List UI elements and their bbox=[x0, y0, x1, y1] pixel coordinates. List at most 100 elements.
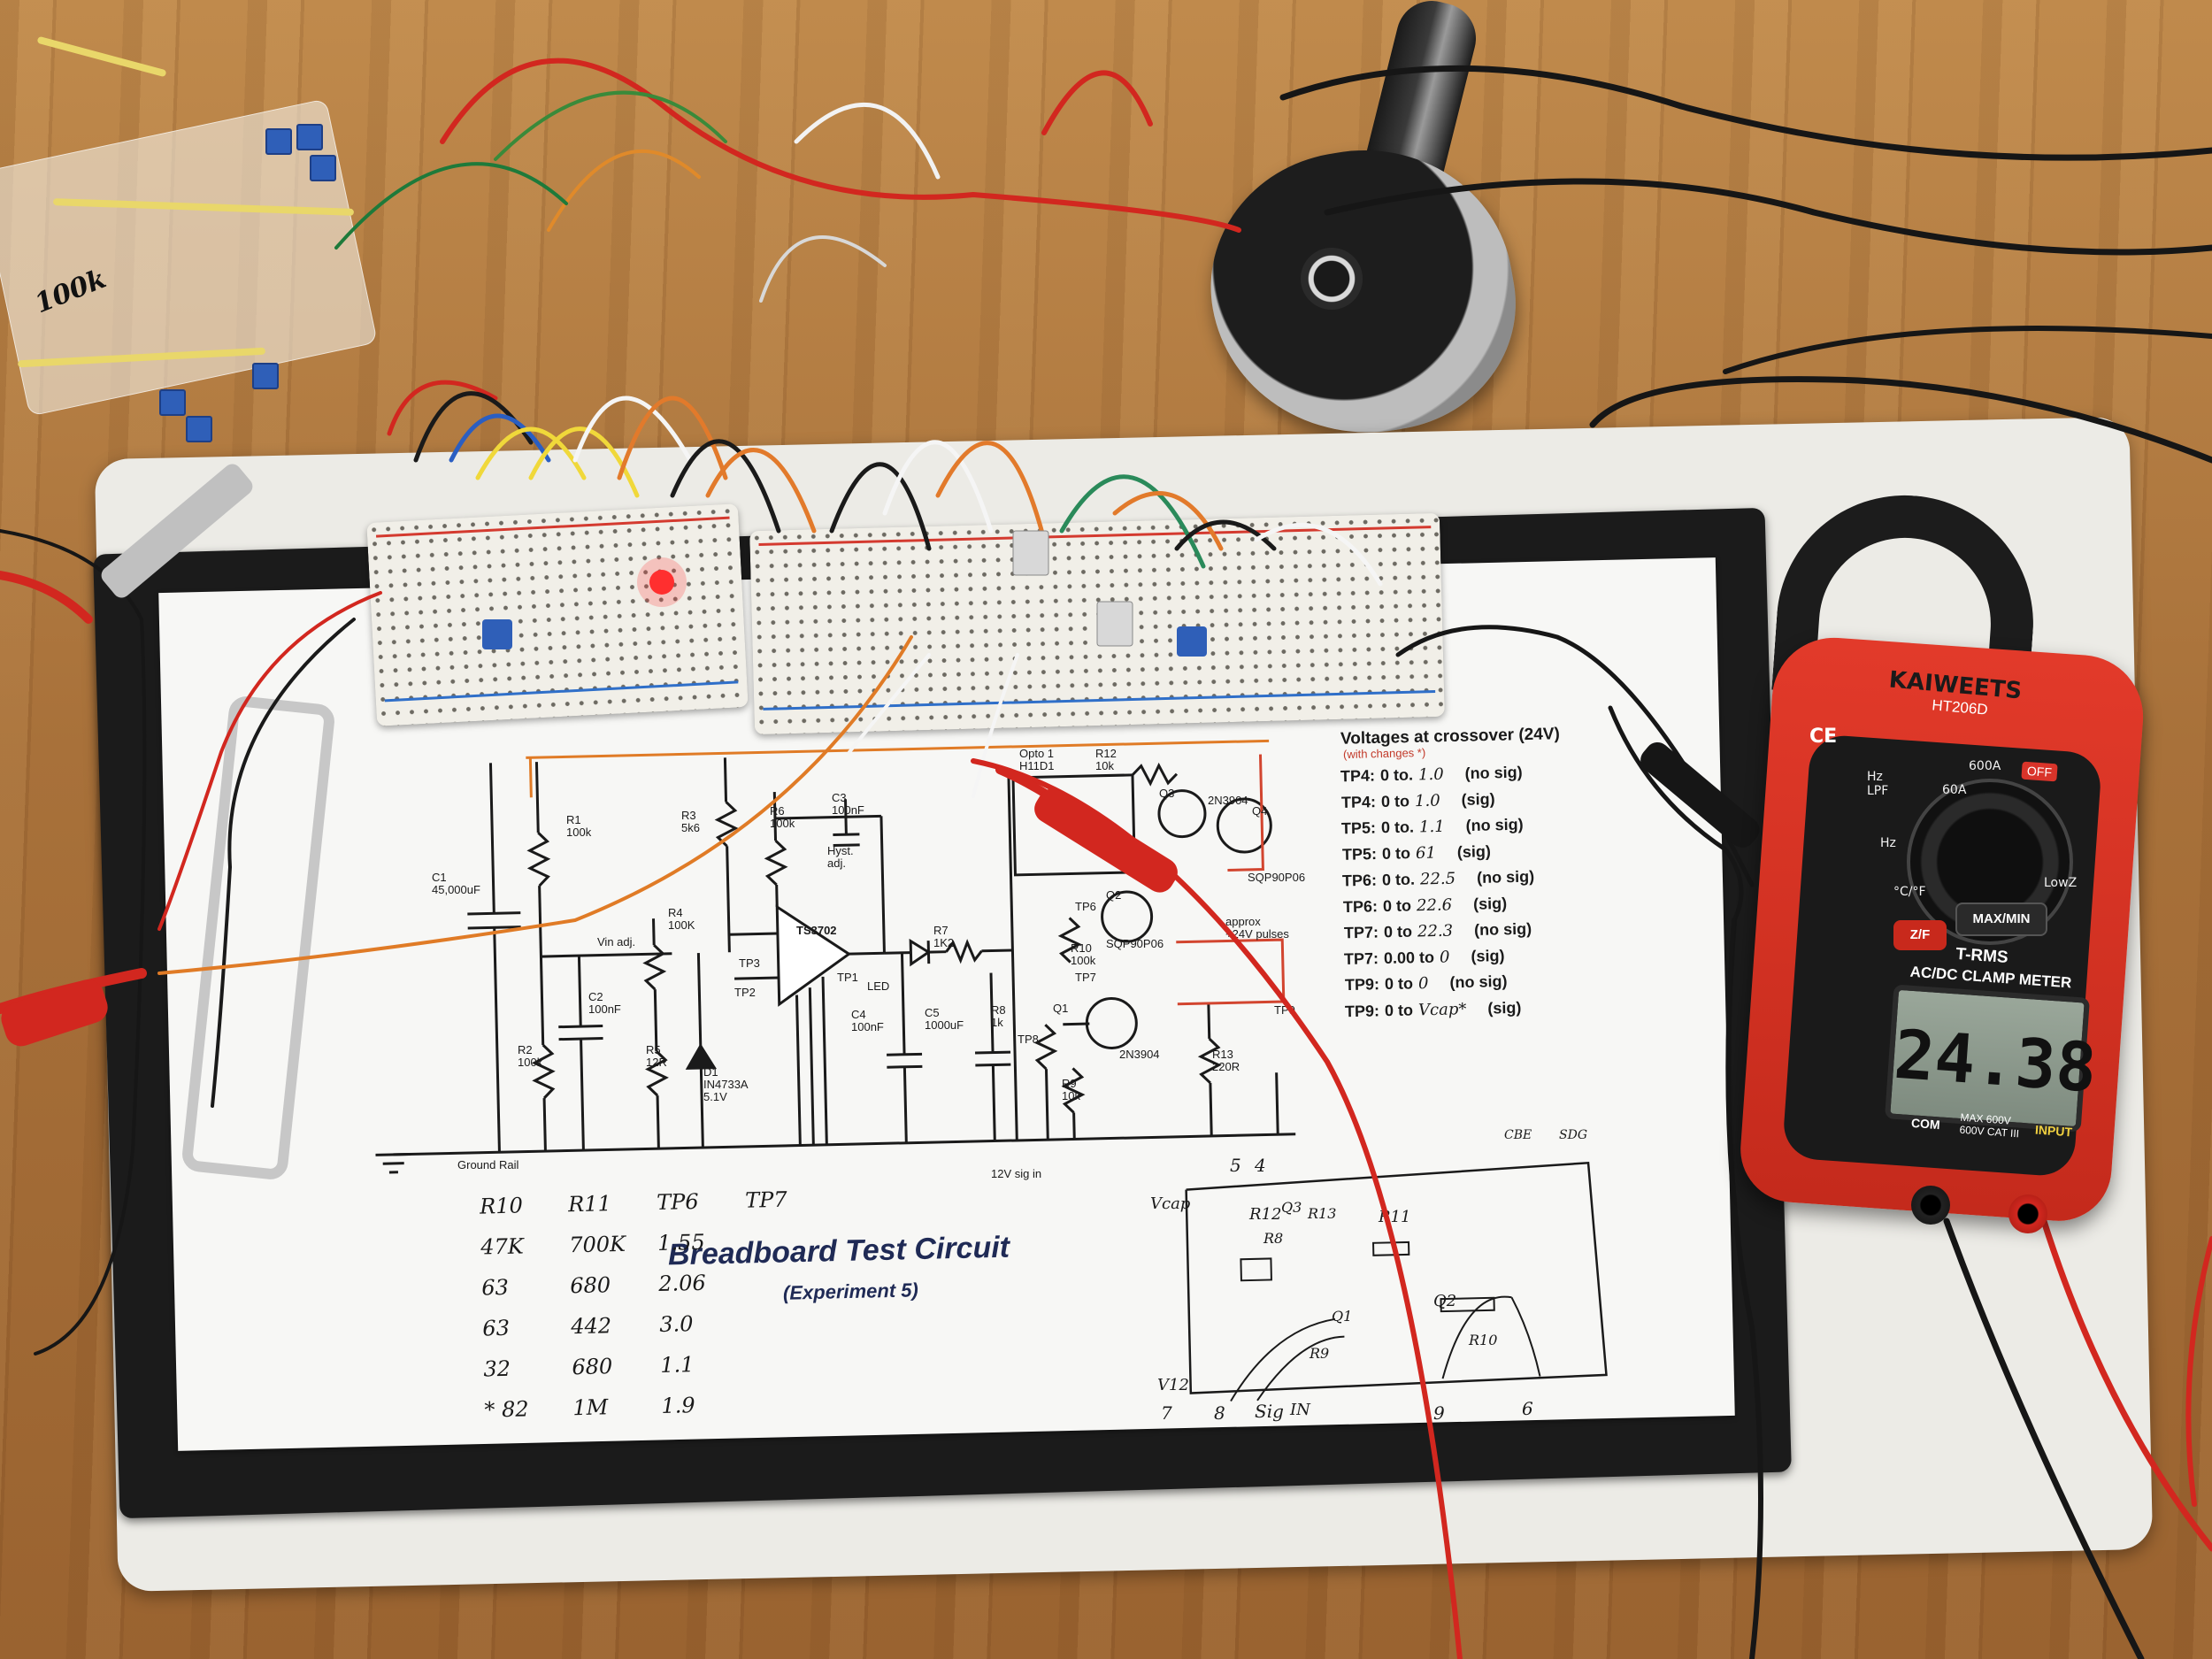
sketch-sdg: SDG bbox=[1559, 1128, 1587, 1142]
voltage-tp: TP9: bbox=[1345, 1001, 1380, 1020]
notes-cell: 1.55 bbox=[657, 1229, 705, 1256]
trimpot bbox=[159, 389, 186, 416]
label-q3-part: 2N3904 bbox=[1208, 794, 1248, 807]
meter-com-label: COM bbox=[1910, 1115, 1941, 1133]
label-led: LED bbox=[867, 979, 890, 993]
label-q2: Q2 bbox=[1106, 888, 1122, 902]
voltage-tp: TP4: bbox=[1340, 792, 1376, 811]
dial-600a: 600A bbox=[1969, 759, 2001, 773]
label-tp7: TP7 bbox=[1075, 971, 1096, 984]
voltage-tp: TP4: bbox=[1340, 766, 1376, 786]
sketch-cbe: CBE bbox=[1504, 1128, 1532, 1142]
meter-input-label: INPUT bbox=[2034, 1122, 2073, 1140]
voltage-tp: TP5: bbox=[1340, 818, 1377, 838]
label-c3: C3 100nF bbox=[832, 791, 864, 817]
voltage-tp: TP7: bbox=[1343, 923, 1379, 942]
input-jack[interactable] bbox=[2008, 1194, 2047, 1233]
notes-cell: 63 bbox=[482, 1315, 511, 1341]
sig-in-label: 12V sig in bbox=[991, 1167, 1042, 1180]
sketch-sig: Sig bbox=[1255, 1401, 1284, 1422]
sketch-pin8: 8 bbox=[1214, 1402, 1225, 1424]
voltage-range: 0 to bbox=[1381, 843, 1411, 863]
voltage-value: 22.6 bbox=[1416, 895, 1453, 915]
voltage-range: 0 to bbox=[1384, 974, 1414, 994]
dial-c-f: °C/°F bbox=[1893, 885, 1926, 899]
notes-cell: 442 bbox=[571, 1313, 612, 1340]
label-r4: R4 100K bbox=[668, 906, 695, 932]
notes-cell: 1.9 bbox=[661, 1393, 695, 1418]
max-min-button[interactable]: MAX/MIN bbox=[1955, 902, 2047, 936]
notes-cell: 680 bbox=[572, 1354, 613, 1380]
voltage-range: 0 to bbox=[1382, 895, 1412, 915]
voltage-condition: (no sig) bbox=[1464, 763, 1523, 783]
zf-button[interactable]: Z/F bbox=[1893, 920, 1947, 950]
sketch-r12: R12 bbox=[1249, 1205, 1282, 1224]
voltage-value: Vcap* bbox=[1418, 999, 1467, 1019]
label-tp6: TP6 bbox=[1075, 900, 1096, 913]
sketch-r10: R10 bbox=[1469, 1332, 1498, 1348]
notes-cell bbox=[746, 1226, 835, 1269]
label-q1: Q1 bbox=[1053, 1002, 1069, 1015]
label-q4-part: SQP90P06 bbox=[1248, 871, 1306, 884]
voltage-range: 0 to bbox=[1380, 791, 1409, 810]
com-jack[interactable] bbox=[1911, 1186, 1950, 1225]
voltage-tp: TP6: bbox=[1342, 871, 1378, 890]
voltage-condition: (sig) bbox=[1471, 946, 1505, 965]
label-c5: C5 1000uF bbox=[925, 1006, 964, 1032]
label-q3: Q3 bbox=[1159, 787, 1175, 800]
voltage-condition: (sig) bbox=[1487, 998, 1522, 1018]
sketch-v12: V12 bbox=[1157, 1376, 1189, 1394]
label-r2: R2 100k bbox=[518, 1043, 543, 1069]
sketch-q3: Q3 bbox=[1281, 1199, 1302, 1216]
sketch-q2: Q2 bbox=[1433, 1292, 1457, 1310]
notes-cell: 2.06 bbox=[657, 1270, 707, 1297]
notes-cell: 32 bbox=[483, 1356, 511, 1382]
label-tp9: TP9 bbox=[1274, 1003, 1295, 1017]
notes-cell: 47K bbox=[480, 1233, 525, 1260]
voltage-tp: TP6: bbox=[1342, 896, 1379, 916]
lamp-power-button[interactable] bbox=[1301, 248, 1363, 310]
voltage-range: 0.00 to bbox=[1383, 948, 1435, 967]
notes-cell: 1M bbox=[572, 1394, 609, 1421]
label-q2-part: SQP90P06 bbox=[1106, 937, 1164, 950]
dial-60a: 60A bbox=[1942, 783, 1967, 797]
voltage-condition: (sig) bbox=[1456, 841, 1491, 861]
label-tp1: TP1 bbox=[837, 971, 858, 984]
voltages-note: (with changes *) bbox=[1342, 745, 1426, 762]
label-pulses: approx +24V pulses bbox=[1225, 915, 1289, 941]
label-r5: R5 12R bbox=[646, 1043, 667, 1069]
label-r1: R1 100k bbox=[566, 813, 592, 839]
label-c4: C4 100nF bbox=[851, 1008, 884, 1033]
notes-cell: 680 bbox=[569, 1272, 611, 1299]
label-hyst: Hyst. adj. bbox=[827, 844, 854, 870]
notes-header-cell: TP7 bbox=[744, 1187, 787, 1213]
voltage-tp: TP7: bbox=[1343, 949, 1379, 968]
label-opto: Opto 1 H11D1 bbox=[1019, 747, 1055, 772]
voltage-value: 61 bbox=[1415, 843, 1436, 863]
notes-header-cell: TP6 bbox=[656, 1188, 699, 1216]
trimpot bbox=[186, 416, 212, 442]
sketch-pin4: 4 bbox=[1255, 1155, 1266, 1176]
trimpot bbox=[265, 128, 292, 155]
voltage-value: 0 bbox=[1417, 973, 1429, 994]
notes-cell: 700K bbox=[568, 1231, 626, 1258]
label-tp8: TP8 bbox=[1018, 1033, 1039, 1046]
sketch-vcap: Vcap bbox=[1150, 1194, 1191, 1213]
meter-rating-label: MAX 600V 600V CAT III bbox=[1959, 1110, 2020, 1141]
voltage-condition: (sig) bbox=[1461, 789, 1495, 809]
notes-cell: 1.1 bbox=[660, 1352, 695, 1378]
meter-off-label: OFF bbox=[2021, 761, 2058, 782]
ground-rail-label: Ground Rail bbox=[457, 1158, 519, 1171]
label-q1-part: 2N3904 bbox=[1119, 1048, 1160, 1061]
sketch-r13: R13 bbox=[1308, 1205, 1337, 1222]
notes-cell bbox=[747, 1267, 836, 1310]
sketch-r11: R11 bbox=[1379, 1208, 1411, 1226]
label-r10: R10 100k bbox=[1071, 941, 1096, 967]
